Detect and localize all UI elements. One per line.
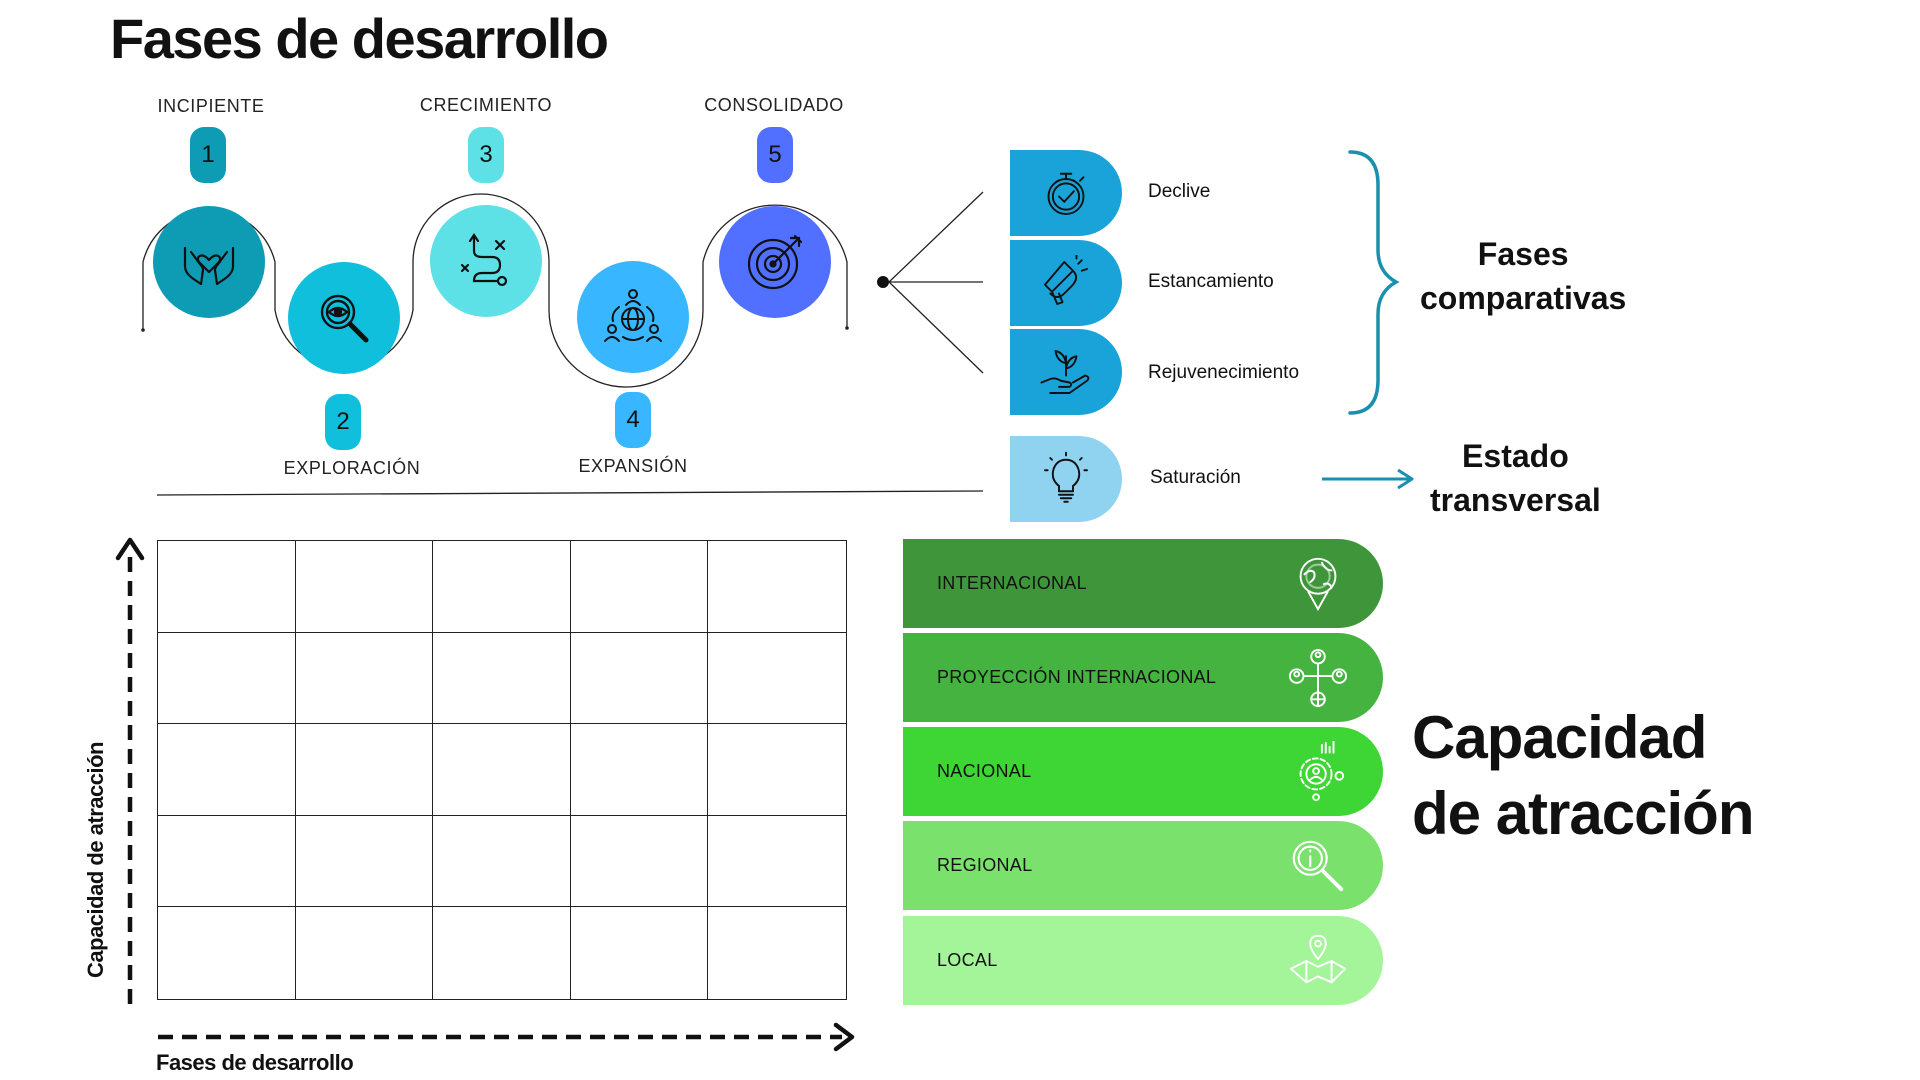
info-search-icon: [1292, 840, 1344, 891]
level-regional: REGIONAL: [903, 821, 1383, 910]
matrix-cell: [570, 541, 709, 633]
comparative-box-estancamiento: [1010, 240, 1122, 326]
level-local: LOCAL: [903, 916, 1383, 1005]
page-title: Fases de desarrollo: [110, 7, 609, 70]
level-label: PROYECCIÓN INTERNACIONAL: [937, 667, 1217, 687]
phase-number-4: 4: [615, 392, 651, 448]
comparative-title: Fases comparativas: [1420, 232, 1626, 320]
comparative-label-rejuvenecimiento: Rejuvenecimiento: [1148, 362, 1300, 383]
globe-network-icon: [604, 289, 662, 342]
path-route-icon: [460, 233, 508, 287]
gear-growth-icon: [1299, 740, 1345, 801]
matrix-cell: [296, 907, 434, 999]
matrix-cell: [708, 541, 846, 633]
people-network-icon: [1288, 648, 1348, 707]
capacity-title-line1: Capacidad: [1412, 704, 1707, 771]
phase-label-4: EXPANSIÓN: [578, 456, 688, 476]
phase-label-1: INCIPIENTE: [157, 96, 265, 116]
level-label: REGIONAL: [937, 855, 1033, 875]
transversal-title-line1: Estado: [1462, 438, 1569, 474]
phase-number-2: 2: [325, 394, 361, 450]
transversal-box: [1010, 436, 1122, 522]
level-internacional: INTERNACIONAL: [903, 539, 1383, 628]
comparative-label-estancamiento: Estancamiento: [1148, 271, 1274, 292]
target-icon: [747, 234, 803, 290]
capacity-title-line2: de atracción: [1412, 780, 1754, 847]
matrix-grid: [157, 540, 847, 1000]
comparative-title-line1: Fases: [1477, 236, 1569, 272]
matrix-cell: [708, 816, 846, 908]
hands-heart-icon: [183, 246, 235, 286]
matrix-cell: [295, 632, 434, 725]
transversal-label: Saturación: [1150, 467, 1241, 488]
phase-circle-5: [719, 206, 831, 318]
matrix-cell: [433, 541, 571, 633]
phase-number-3: 3: [468, 127, 504, 183]
matrix-cell: [433, 815, 571, 908]
matrix-cell: [433, 724, 571, 816]
matrix-x-axis-label: Fases de desarrollo: [156, 1050, 354, 1075]
comparative-title-line2: comparativas: [1420, 280, 1627, 316]
matrix-cell: [158, 907, 296, 999]
phase-label-3: CRECIMIENTO: [419, 95, 553, 115]
capacity-title: Capacidad de atracción: [1412, 700, 1754, 852]
phase-label-5: CONSOLIDADO: [704, 95, 844, 115]
comparative-box-declive: [1010, 150, 1122, 236]
comparative-box-rejuvenecimiento: [1010, 329, 1122, 415]
matrix-cell: [158, 541, 296, 633]
matrix-cell: [708, 724, 846, 816]
phase-label-2: EXPLORACIÓN: [283, 458, 421, 478]
matrix-cell: [295, 541, 434, 633]
phase-number-1: 1: [190, 127, 226, 183]
matrix-cell: [570, 724, 709, 816]
matrix-cell: [295, 815, 434, 908]
matrix-cell: [570, 815, 709, 908]
megaphone-icon: [1044, 255, 1088, 305]
level-label: LOCAL: [937, 950, 998, 970]
matrix-cell: [433, 907, 571, 999]
matrix-y-axis-label: Capacidad de atracción: [83, 742, 108, 978]
hand-plant-icon: [1040, 350, 1090, 394]
magnifier-eye-icon: [320, 294, 369, 343]
globe-pin-icon: [1299, 557, 1337, 611]
transversal-title: Estado transversal: [1430, 434, 1601, 522]
stopwatch-icon: [1047, 172, 1085, 215]
matrix-cell: [571, 907, 709, 999]
matrix-cell: [708, 633, 846, 725]
transversal-title-line2: transversal: [1430, 482, 1601, 518]
phase-circle-3: [430, 205, 542, 317]
map-pin-icon: [1289, 934, 1347, 983]
matrix-cell: [158, 632, 296, 725]
matrix-cell: [158, 724, 296, 816]
matrix-cell: [570, 632, 709, 725]
level-label: NACIONAL: [937, 761, 1032, 781]
lightbulb-icon: [1044, 451, 1088, 503]
phase-circle-4: [577, 261, 689, 373]
matrix-cell: [158, 815, 296, 908]
level-nacional: NACIONAL: [903, 727, 1383, 816]
matrix-cell: [433, 632, 571, 725]
matrix-cell: [708, 907, 846, 999]
level-label: INTERNACIONAL: [937, 573, 1087, 593]
phase-number-5: 5: [757, 127, 793, 183]
phase-circle-1: [153, 206, 265, 318]
comparative-label-declive: Declive: [1148, 181, 1211, 202]
phase-circle-2: [288, 262, 400, 374]
level-proyeccion-internacional: PROYECCIÓN INTERNACIONAL: [903, 633, 1383, 722]
matrix-cell: [295, 724, 434, 816]
